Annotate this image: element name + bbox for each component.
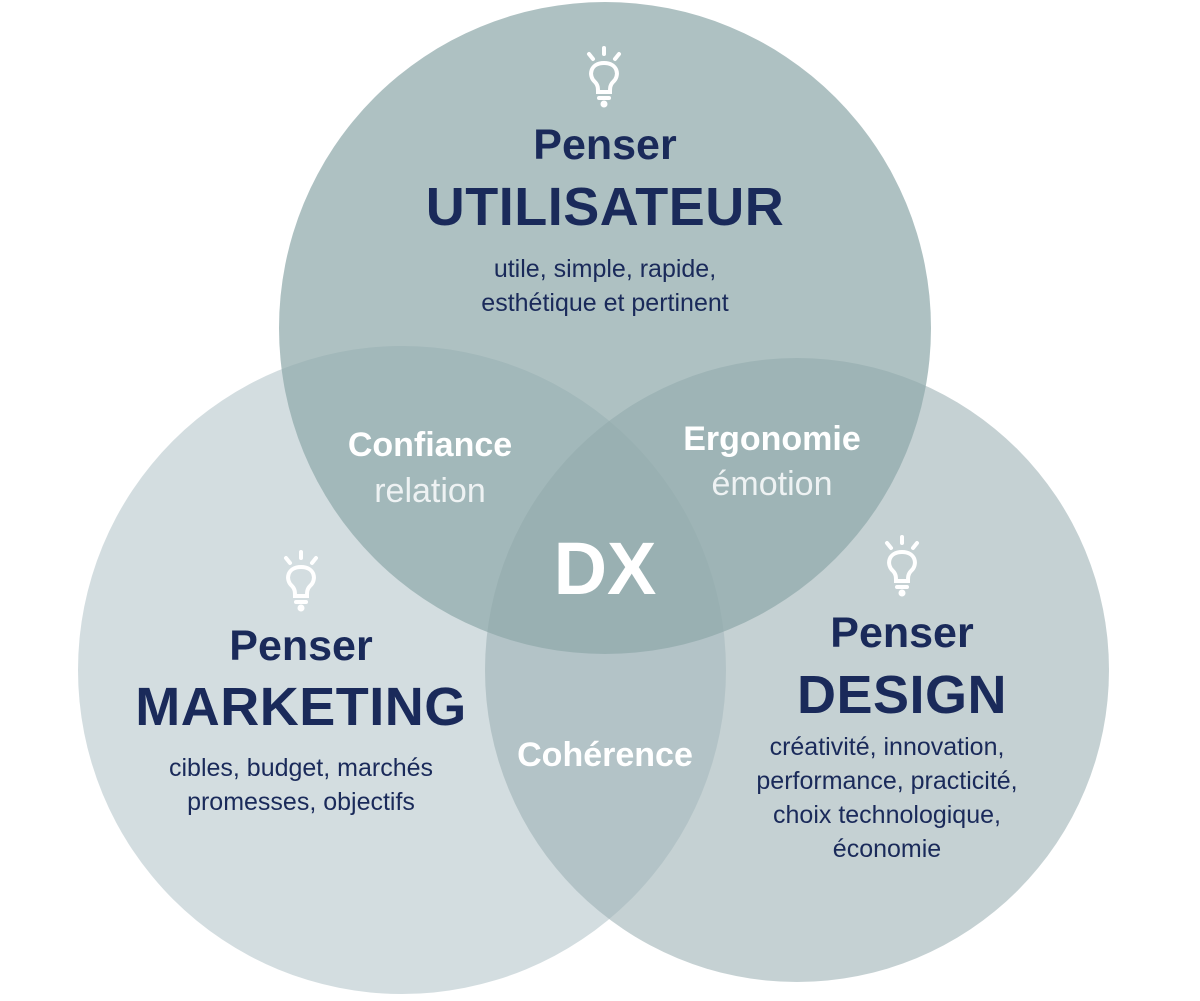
overlap-emotion-label: émotion [711,465,833,503]
overlap-coherence-label: Cohérence [517,736,693,774]
marketing-kicker: Penser [229,622,373,670]
description-line: esthétique et pertinent [481,289,729,317]
overlap-confiance-label: Confiance [347,426,513,464]
lightbulb-icon [587,46,621,108]
description-line: utile, simple, rapide, [493,255,717,283]
description-line: performance, practicité, [756,767,1018,795]
lightbulb-icon [284,550,318,612]
design-kicker: Penser [830,609,974,657]
center-dx-label: DX [553,527,657,610]
utilisateur-title: UTILISATEUR [425,177,785,237]
description-line: cibles, budget, marchés [168,754,434,782]
description-line: choix technologique, [773,801,1001,829]
overlap-relation-label: relation [374,472,486,510]
marketing-description: cibles, budget, marchés promesses, objec… [96,751,506,819]
circle-utilisateur [279,2,931,654]
description-line: promesses, objectifs [187,788,415,816]
description-line: économie [832,835,942,863]
overlap-ergonomie-label: Ergonomie [683,420,861,458]
utilisateur-kicker: Penser [533,121,677,169]
design-title: DESIGN [796,665,1008,725]
lightbulb-icon [885,535,919,597]
description-line: créativité, innovation, [769,733,1005,761]
utilisateur-description: utile, simple, rapide, esthétique et per… [400,252,810,320]
marketing-title: MARKETING [135,677,467,737]
design-description: créativité, innovation, performance, pra… [682,730,1092,866]
